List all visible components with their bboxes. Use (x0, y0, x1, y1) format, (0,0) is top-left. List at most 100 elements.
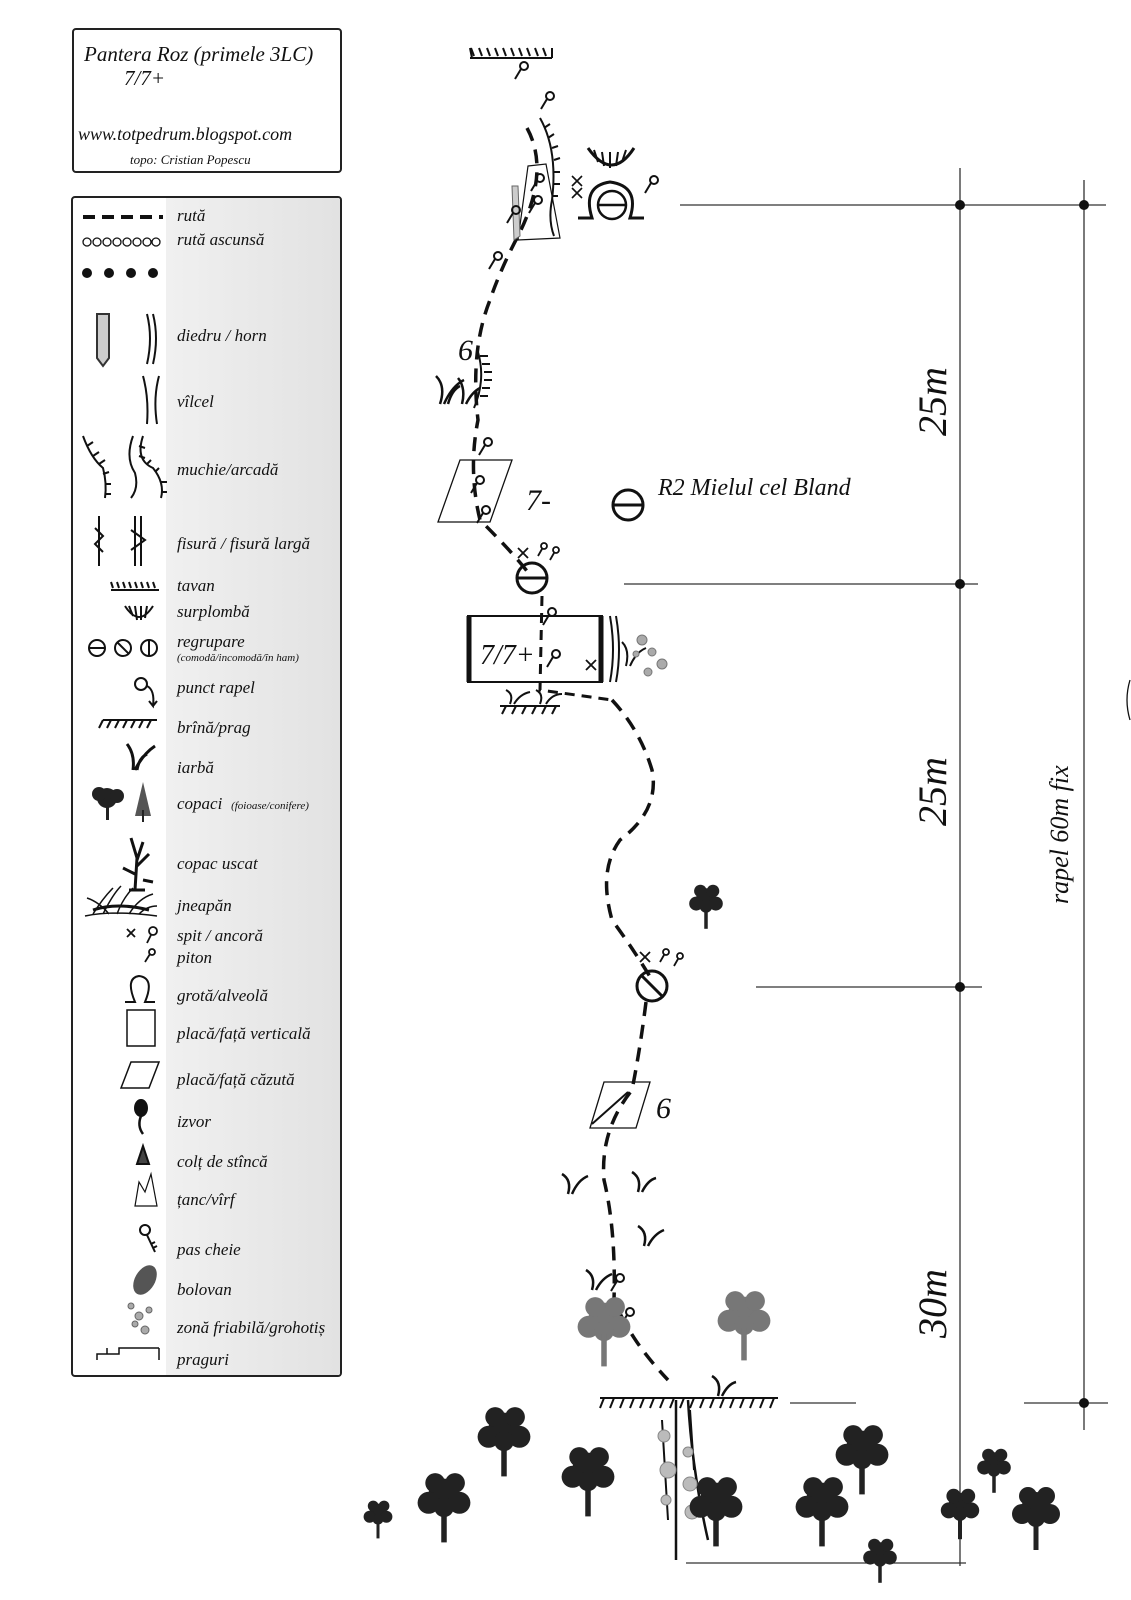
legend-label-hidden-route: rută ascunsă (177, 230, 265, 249)
belay-3-icon (635, 948, 684, 1003)
juniper-icon (84, 885, 158, 917)
base-gully-icon (674, 1399, 710, 1560)
base-scree-icon (657, 1429, 700, 1520)
route-grade: 7/7+ (124, 66, 166, 90)
legend-label-key-pitch: pas cheie (177, 1240, 241, 1259)
slab-6-diag (591, 1091, 629, 1125)
neighbor-route-label: R2 Mielul cel Bland (657, 475, 852, 501)
tree-icon (835, 1425, 889, 1495)
legend-label-cave: grotă/alveolă (177, 986, 268, 1005)
pitch-length-p1: 30m (910, 1269, 955, 1339)
legend-label-ledge: brînă/prag (177, 718, 251, 737)
legend-label-steps: praguri (177, 1350, 229, 1369)
grade-p3-slab: 7- (526, 484, 551, 517)
legend-label-rappel: punct rapel (177, 678, 255, 697)
legend-label-scree: zonă friabilă/grohotiș (177, 1318, 326, 1337)
piton-marks (470, 61, 659, 1326)
grade-p1-slab: 6 (656, 1092, 671, 1125)
legend-symbols (82, 215, 167, 1360)
ledge-icon (98, 719, 157, 729)
scree-icon (127, 1302, 153, 1335)
dotted-route-icon (82, 268, 158, 278)
roof-scree-icon (632, 634, 668, 677)
legend-label-gully: vîlcel (177, 392, 214, 411)
tree-icon (477, 1407, 531, 1477)
legend-label-bolt: spit / ancoră (177, 926, 263, 945)
legend-label-dead-tree: copac uscat (177, 854, 258, 873)
boulder-icon (133, 1265, 157, 1295)
legend-label-spring: izvor (177, 1112, 211, 1131)
legend-label-overhang: surplombă (177, 602, 250, 621)
top-roof-icon (469, 47, 553, 59)
grade-p2-roof: 7/7+ (480, 640, 535, 671)
legend-label-belay: regrupare(comodă/incomodă/în ham) (177, 632, 299, 664)
tree-icon (577, 1297, 631, 1367)
tree-icon (363, 1500, 393, 1539)
route-name: Pantera Roz (primele 3LC) (84, 42, 314, 66)
hidden-route-icon (82, 237, 161, 247)
tree-icon (940, 1488, 980, 1540)
route-upper-line (471, 127, 539, 579)
bolt-icon (126, 926, 158, 963)
tree-icon (977, 1448, 1011, 1493)
rappel-label: rapel 60m fix (1045, 765, 1074, 904)
legend-label-piton: piton (177, 948, 212, 967)
tree-icon (795, 1477, 849, 1547)
tree-icon (689, 1477, 743, 1547)
roof-block-icon (466, 615, 620, 683)
steps-icon (96, 1347, 160, 1360)
top-arete-icon (511, 117, 561, 241)
vertical-slab-icon (126, 1009, 156, 1047)
legend-label-crack: fisură / fisură largă (177, 534, 311, 553)
tree-icon (561, 1447, 615, 1517)
legend-label-route: rută (177, 206, 206, 225)
tree-icon (1012, 1487, 1060, 1550)
mid-arete-icon (473, 351, 492, 409)
grass-lower-icon (561, 1170, 737, 1397)
key-pitch-icon (139, 1224, 158, 1253)
grass-icon (125, 743, 156, 771)
overhang-icon (124, 605, 154, 621)
belay-2-icon (515, 542, 560, 595)
tree-icon (863, 1538, 897, 1583)
gully-icon (142, 375, 160, 425)
legend-label-tower: țanc/vîrf (177, 1190, 235, 1209)
legend-label-rock-spike: colț de stîncă (177, 1152, 268, 1171)
dead-tree-icon (122, 837, 154, 892)
legend-label-trees: copaci (foioase/conifere) (177, 794, 309, 813)
legend-label-arete: muchie/arcadă (177, 460, 279, 479)
dihedral-icon (96, 313, 157, 368)
legend-label-slab: placă/față căzută (177, 1070, 295, 1089)
measure-lines (624, 168, 1108, 1566)
trees-group (363, 884, 1060, 1583)
website-link[interactable]: www.totpedrum.blogspot.com (78, 124, 293, 144)
legend-panel (71, 196, 342, 1377)
crack-icon (93, 516, 147, 566)
title-box: Pantera Roz (primele 3LC) 7/7+ www.totpe… (72, 28, 342, 173)
grade-p3-top: 6 (458, 334, 473, 367)
cave-icon (125, 974, 155, 1003)
grass-mid-icon (435, 375, 481, 405)
route-roof-line (538, 595, 613, 702)
legend-label-vertical-slab: placă/față verticală (177, 1024, 311, 1043)
base-ledge-icon (599, 1397, 778, 1409)
rock-spike-icon (135, 1142, 151, 1165)
tower-icon (134, 1171, 158, 1207)
legend-label-boulder: bolovan (177, 1280, 232, 1299)
arete-icon (82, 435, 167, 499)
legend-label-juniper: jneapăn (177, 896, 232, 915)
slab-icon (119, 1061, 161, 1089)
tree-icon (417, 1473, 471, 1543)
legend-label-roof: tavan (177, 576, 215, 595)
roof-icon (110, 581, 159, 591)
tree-icon (689, 884, 723, 929)
roof-grass-icon (500, 641, 647, 715)
topo-credit: topo: Cristian Popescu (130, 152, 251, 167)
pitch-length-p2: 25m (910, 757, 955, 826)
belay-icon (88, 639, 158, 657)
legend-label-dihedral: diedru / horn (177, 326, 267, 345)
trees-icon (92, 782, 151, 822)
pitch-length-p3: 25m (910, 367, 955, 436)
belay-r2-icon (611, 488, 645, 522)
